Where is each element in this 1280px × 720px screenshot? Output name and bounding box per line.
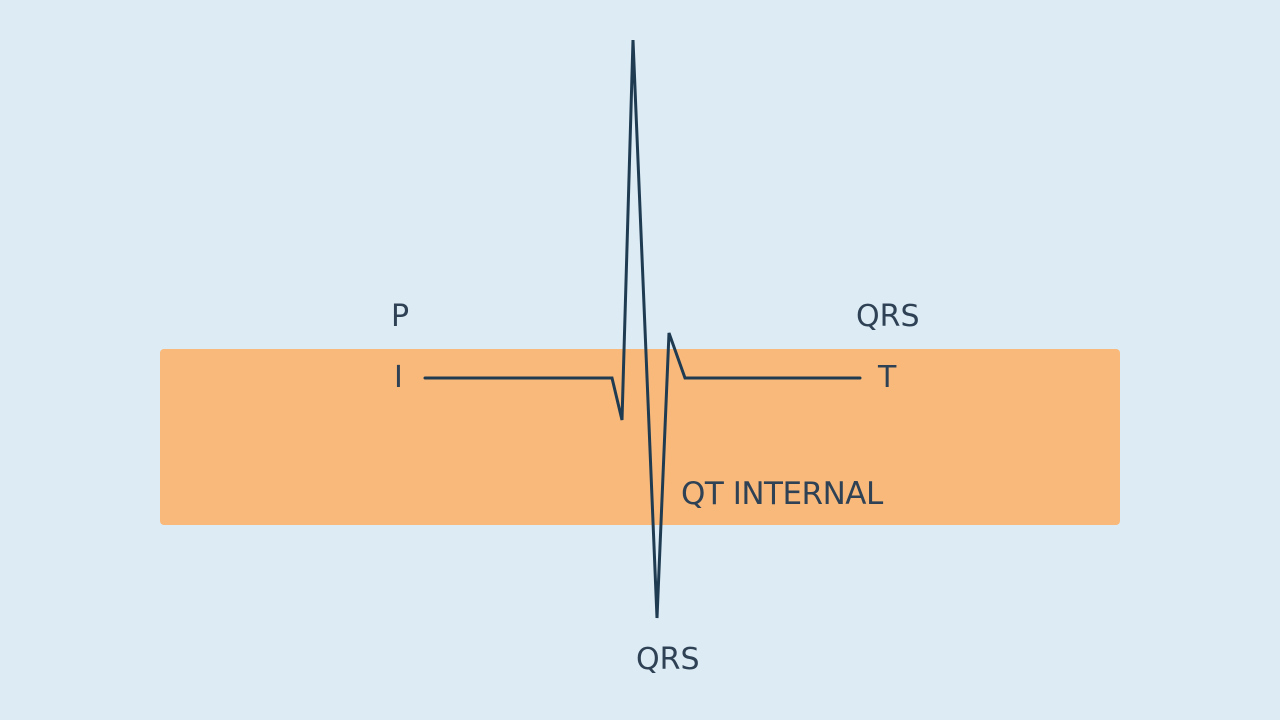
qt-interval-band	[160, 349, 1120, 525]
qrs-label-bottom: QRS	[636, 642, 700, 677]
qrs-label-top: QRS	[856, 299, 920, 334]
t-wave-label: T	[878, 360, 897, 395]
i-label: I	[394, 360, 403, 395]
ecg-trace	[423, 39, 862, 619]
qt-interval-label: QT INTERNAL	[681, 476, 883, 512]
p-wave-label: P	[391, 299, 410, 334]
